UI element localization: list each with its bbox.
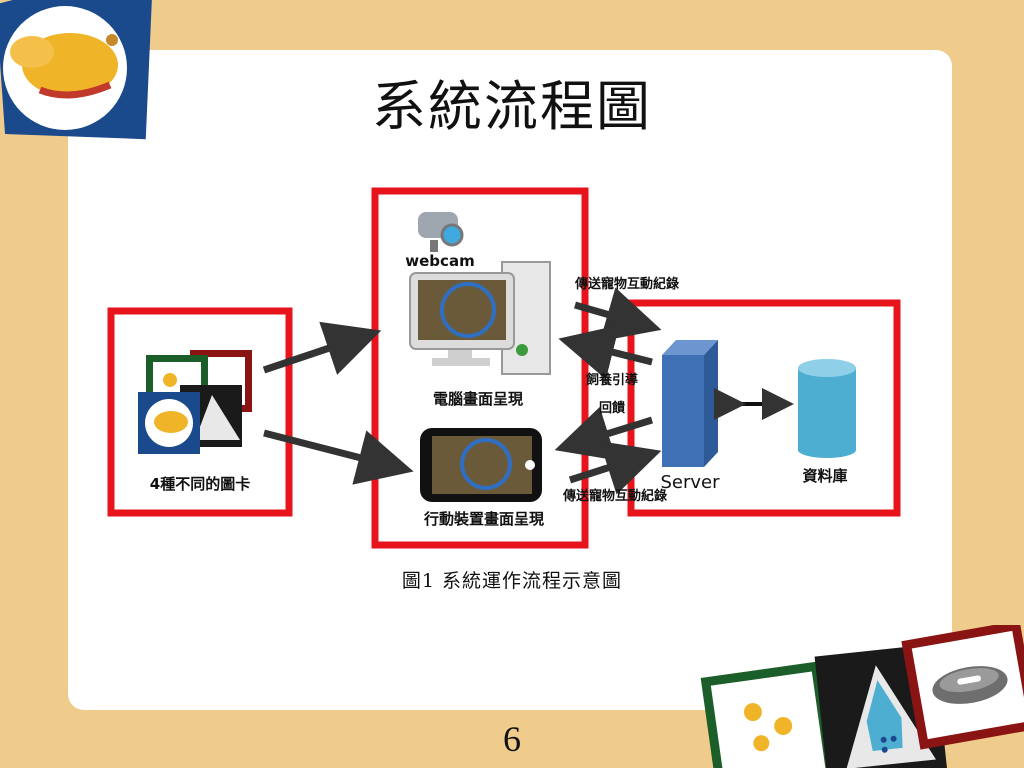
figure-caption: 圖1 系統運作流程示意圖 [401,570,623,592]
pc-label: 電腦畫面呈現 [433,390,523,408]
webcam-label: webcam [405,252,474,270]
send-record-bottom-label: 傳送寵物互動紀錄 [562,488,667,504]
server-highlight-box [627,299,901,517]
slide-title: 系統流程圖 [372,75,652,138]
four-cards-icon [138,350,252,454]
database-icon [798,359,856,458]
feedback-label-line1: 飼養引導 [585,372,638,388]
cards-highlight-box [107,307,293,517]
page-number: 6 [503,719,521,759]
decorative-cards-icon [700,625,1024,768]
server-icon [662,340,718,467]
feedback-label-line2: 回饋 [599,400,626,416]
desktop-computer-icon [409,261,551,375]
dog-badge-icon [0,0,154,140]
mobile-label: 行動裝置畫面呈現 [423,510,544,528]
webcam-icon [418,212,464,252]
cards-label: 4種不同的圖卡 [150,475,250,493]
send-record-top-label: 傳送寵物互動紀錄 [574,276,679,292]
database-label: 資料庫 [802,467,847,485]
smartphone-icon [420,428,542,502]
server-label: Server [660,472,720,493]
